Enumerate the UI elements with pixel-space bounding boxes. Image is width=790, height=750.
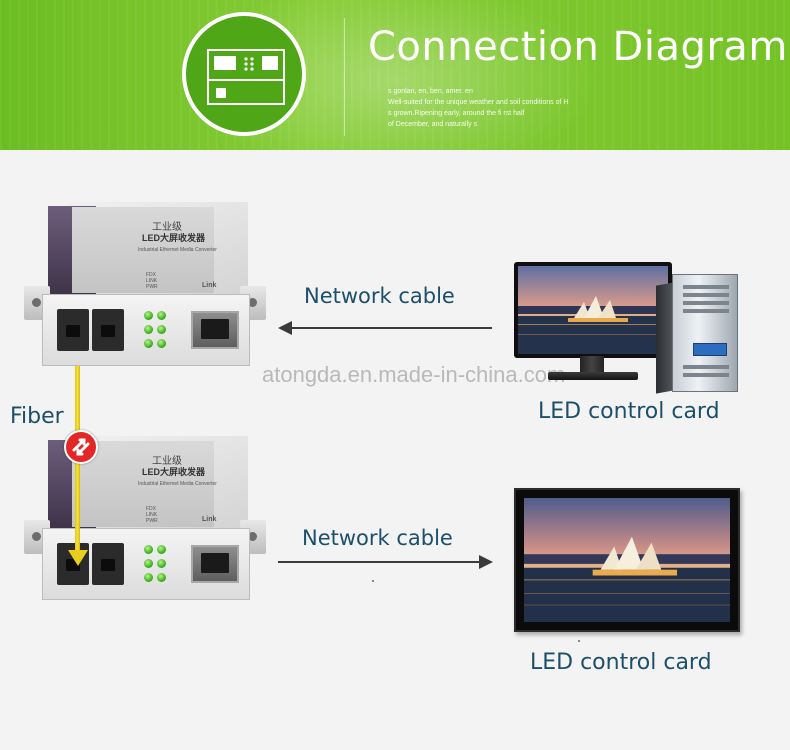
status-led [157, 573, 166, 582]
ethernet-port [191, 311, 239, 349]
status-led [157, 325, 166, 334]
pc-monitor [514, 262, 672, 358]
converter-port-label: Link [202, 516, 217, 523]
led-label-link: LINK [146, 278, 158, 284]
led-display-panel [514, 488, 740, 632]
header-caption-line: s grown.Ripening early, around the fi rs… [388, 110, 525, 117]
converter-led-labels: FDX LINK PWR [146, 272, 158, 290]
led-control-card-label-bottom: LED control card [530, 650, 712, 675]
status-led [144, 311, 153, 320]
status-led [144, 339, 153, 348]
header-caption-line: Well-suited for the unique weather and s… [388, 99, 569, 106]
status-led [144, 325, 153, 334]
led-label-pwr: PWR [146, 284, 158, 290]
converter-label-plate: 工业级 LED大屏收发器 Industrial Ethernet Media C… [72, 207, 217, 293]
status-led [144, 559, 153, 568]
header-divider [344, 18, 345, 136]
converter-label-cn2: LED大屏收发器 [142, 233, 206, 243]
converter-label-cn: 工业级 [152, 222, 182, 233]
drive-bay [683, 309, 729, 313]
ethernet-port [191, 545, 239, 583]
converter-led-labels: FDX LINK PWR [146, 506, 158, 524]
arrow-to-converter-top [278, 321, 492, 335]
converter-label-en: Industrial Ethernet Media Converter [138, 481, 217, 487]
media-converter-icon [207, 49, 285, 105]
status-led [144, 545, 153, 554]
converter-port-label: Link [202, 282, 217, 289]
led-label-link: LINK [146, 512, 158, 518]
header-device-circle [182, 12, 306, 136]
vent-slot [683, 365, 729, 369]
vent-slot [683, 373, 729, 377]
status-led [157, 311, 166, 320]
header-caption-line: of December, and naturally s [388, 121, 478, 128]
network-cable-label-top: Network cable [304, 284, 455, 308]
fiber-port [92, 543, 124, 585]
watermark: atongda.en.made-in-china.com [262, 362, 566, 387]
converter-label-en: Industrial Ethernet Media Converter [138, 247, 217, 253]
drive-bay [683, 301, 729, 305]
tower-display [693, 343, 727, 356]
status-led [157, 339, 166, 348]
fiber-port [92, 309, 124, 351]
header-caption-line: s gonlan, en, ben, amer. en [388, 88, 473, 95]
dot-mark [578, 640, 580, 642]
drive-bay [683, 293, 729, 297]
status-led [157, 559, 166, 568]
page-title: Connection Diagram [368, 24, 788, 70]
media-converter-top: 工业级 LED大屏收发器 Industrial Ethernet Media C… [24, 202, 266, 377]
status-led [157, 545, 166, 554]
led-label-fdx: FDX [146, 506, 156, 512]
header-banner: Connection Diagram s gonlan, en, ben, am… [0, 0, 790, 150]
converter-label-cn2: LED大屏收发器 [142, 467, 206, 477]
sydney-opera-house-image [524, 498, 730, 622]
converter-front-panel [42, 294, 250, 366]
monitor-stand [580, 356, 604, 374]
monitor-base [548, 372, 638, 380]
fiber-label: Fiber [10, 404, 64, 429]
drive-bay [683, 285, 729, 289]
fiber-arrowhead [68, 550, 88, 566]
red-exchange-icon [64, 430, 98, 464]
fiber-port [57, 309, 89, 351]
led-label-pwr: PWR [146, 518, 158, 524]
status-led [144, 573, 153, 582]
network-cable-label-bottom: Network cable [302, 526, 453, 550]
arrow-to-display-bottom [278, 555, 493, 569]
pc-tower [672, 274, 738, 392]
led-label-fdx: FDX [146, 272, 156, 278]
dot-mark [372, 580, 374, 582]
led-control-card-label-top: LED control card [538, 399, 720, 424]
converter-label-cn: 工业级 [152, 456, 182, 467]
sydney-opera-house-image [518, 266, 668, 354]
